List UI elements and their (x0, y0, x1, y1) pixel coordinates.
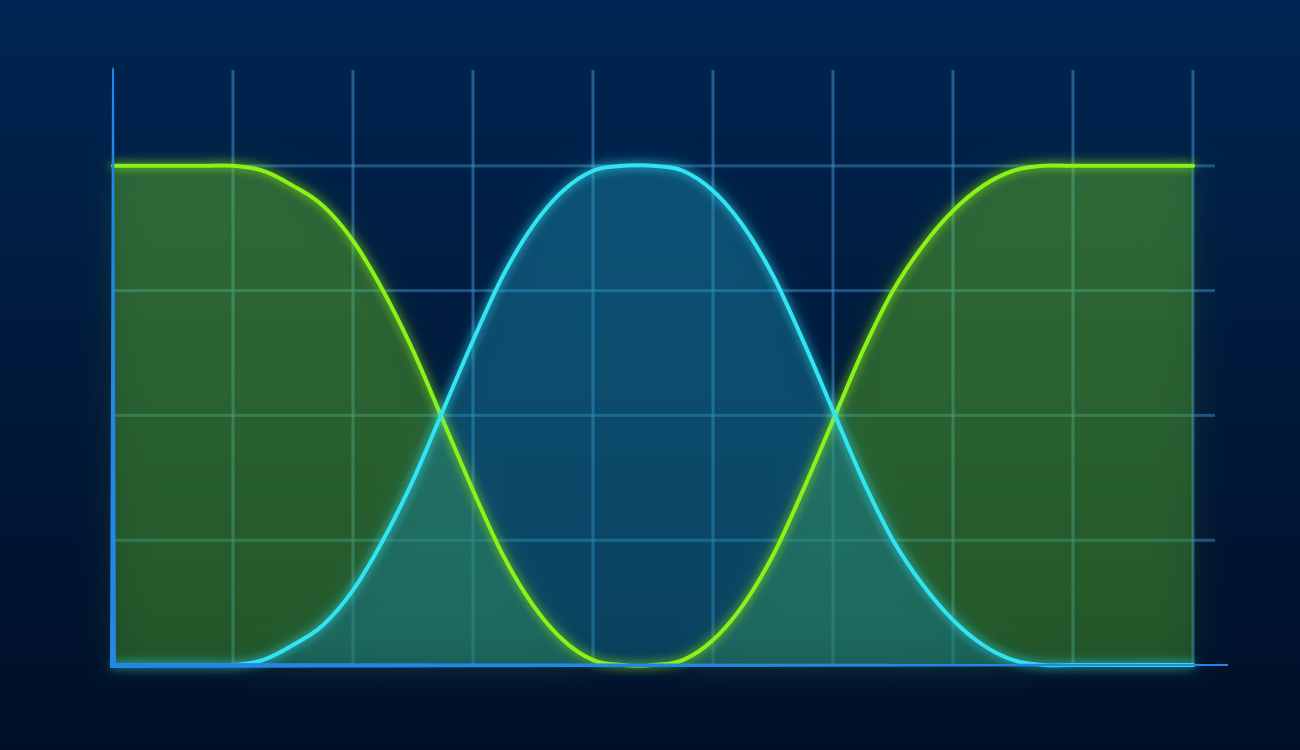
y-axis (110, 67, 116, 667)
axes (110, 67, 1228, 668)
series-1-line (111, 163, 1195, 668)
series-fills (113, 165, 1193, 666)
x-axis (110, 663, 1228, 668)
